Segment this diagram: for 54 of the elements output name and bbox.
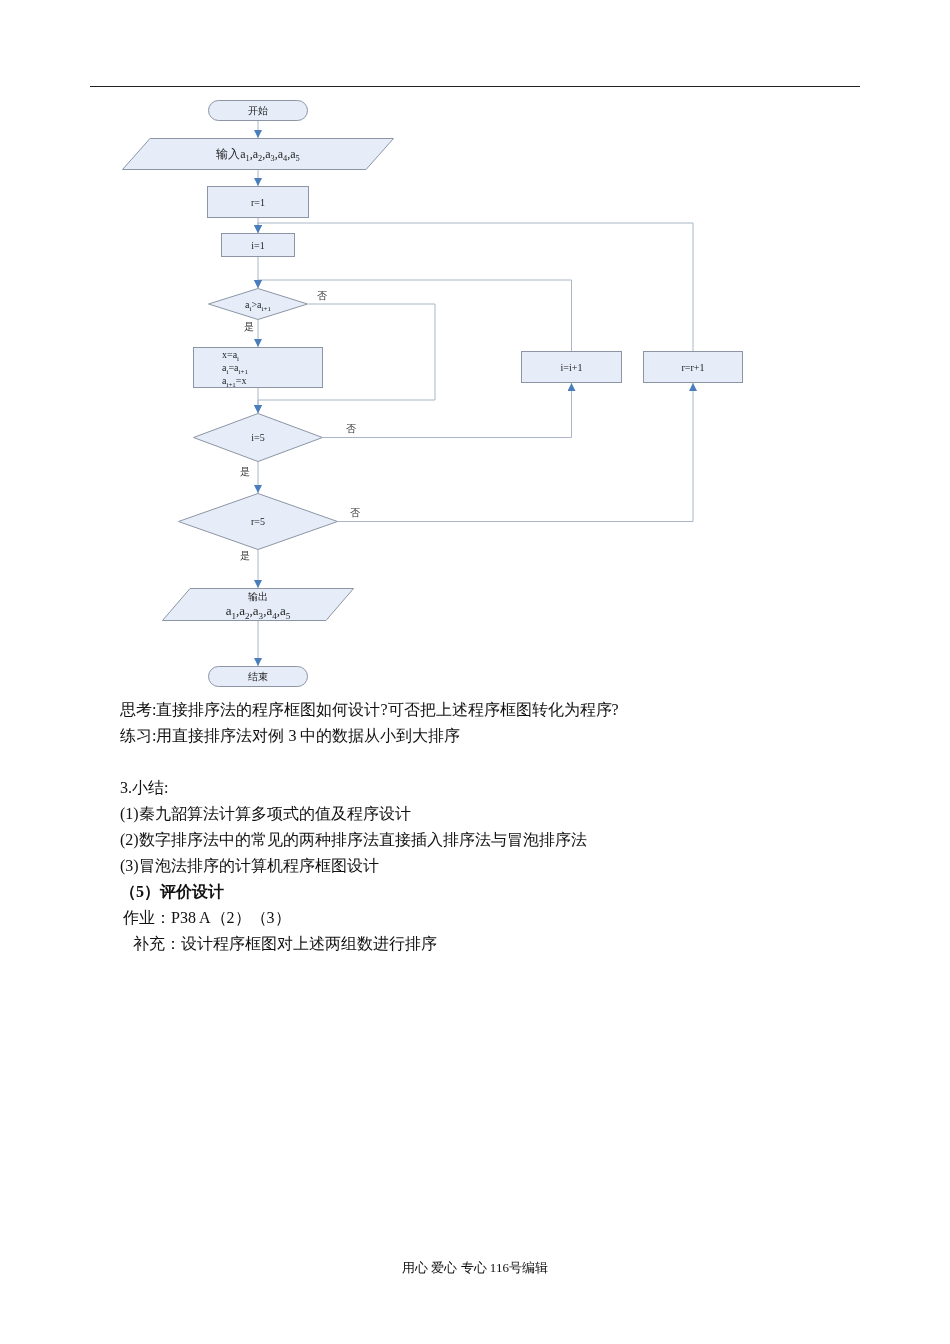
arrow: [254, 169, 262, 187]
arrow: [254, 279, 572, 352]
node-label: x=a$_{i}$: [222, 348, 240, 361]
arrow: [254, 319, 262, 348]
edge-label: 否: [345, 423, 357, 435]
edge-label: 否: [316, 290, 328, 302]
paragraph-text: 思考:直接排序法的程序框图如何设计?可否把上述程序框图转化为程序?: [120, 700, 619, 720]
list-item-text: (1)秦九韶算法计算多项式的值及程序设计: [120, 804, 411, 824]
arrow: [254, 120, 262, 139]
arrow: [254, 620, 262, 667]
process-box: [521, 351, 622, 383]
process-box: [643, 351, 743, 383]
process-box: [193, 347, 323, 388]
terminal-shape: [208, 100, 308, 121]
node-label: i=1: [251, 238, 265, 252]
paragraph-text: 作业：P38 A（2）（3）: [123, 908, 291, 928]
node-label: a$_{i+1}$=x: [222, 374, 247, 387]
node-label: r=1: [251, 195, 265, 209]
node-label: 结束: [248, 670, 268, 683]
input-output-parallelogram: [122, 138, 394, 170]
paragraph-text: 补充：设计程序框图对上述两组数进行排序: [133, 934, 437, 954]
list-item-text: (3)冒泡法排序的计算机程序框图设计: [120, 856, 379, 876]
arrow: [254, 549, 262, 589]
arrow: [254, 461, 262, 494]
input-output-parallelogram: [162, 588, 354, 621]
decision-diamond: [178, 493, 338, 550]
node-label: a$_{i}$>a$_{i+1}$: [245, 297, 271, 311]
arrow: [254, 387, 262, 414]
node-label: i=i+1: [560, 360, 583, 374]
node-label: a$_{i}$=a$_{i+1}$: [222, 361, 248, 374]
node-label: a$_{1}$,a$_{2}$,a$_{3}$,a$_{4}$,a$_{5}$: [225, 603, 291, 619]
section-heading: 3.小结:: [120, 778, 169, 798]
process-box: [221, 233, 295, 257]
node-label: 开始: [248, 104, 268, 117]
node-label: 输入a$_{1}$,a$_{2}$,a$_{3}$,a$_{4}$,a$_{5}$: [216, 146, 300, 162]
terminal-shape: [208, 666, 308, 687]
section-heading: （5）评价设计: [120, 882, 224, 902]
node-label: i=5: [251, 431, 265, 444]
node-label: 输出: [248, 590, 268, 603]
list-item-text: (2)数字排序法中的常见的两种排序法直接插入排序法与冒泡排序法: [120, 830, 587, 850]
node-label: r=r+1: [681, 360, 705, 374]
process-box: [207, 186, 309, 218]
footer-text: 用心 爱心 专心 116号编辑: [402, 1259, 548, 1276]
arrow: [337, 382, 697, 522]
arrow: [322, 382, 576, 438]
node-label: r=5: [251, 515, 265, 528]
paragraph-text: 练习:用直接排序法对例 3 中的数据从小到大排序: [120, 726, 461, 746]
edge-label: 是: [239, 550, 251, 562]
edge-label: 否: [349, 507, 361, 519]
edge-label: 是: [239, 466, 251, 478]
decision-diamond: [193, 413, 323, 462]
arrow: [254, 222, 694, 352]
edge-label: 是: [243, 321, 255, 333]
decision-diamond: [208, 288, 308, 320]
